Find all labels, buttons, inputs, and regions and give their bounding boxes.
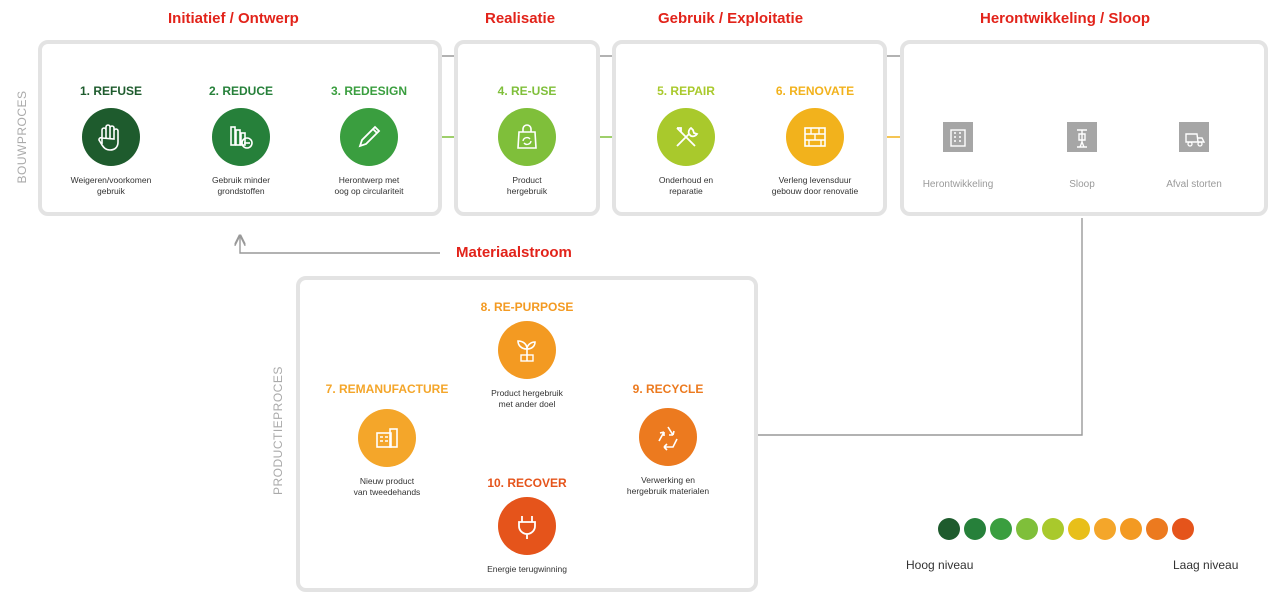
legend-dot-9 <box>1146 518 1168 540</box>
grey-step-2-box <box>1179 122 1209 152</box>
grey-step-1-box <box>1067 122 1097 152</box>
legend-dot-10 <box>1172 518 1194 540</box>
step-recover-circle <box>498 497 556 555</box>
step-reduce-title: 2. REDUCE <box>208 84 273 98</box>
legend-dot-6 <box>1068 518 1090 540</box>
step-refuse-desc-line2: gebruik <box>97 186 125 196</box>
jackhammer-icon <box>1077 129 1087 148</box>
legend-dot-3 <box>990 518 1012 540</box>
step-recycle-desc-line2: hergebruik materialen <box>626 486 710 496</box>
legend-dot-7 <box>1094 518 1116 540</box>
step-renovate-desc-line2: gebouw door renovatie <box>771 186 859 196</box>
step-recycle-title: 9. RECYCLE <box>632 382 704 396</box>
step-remanufacture-circle <box>358 409 416 467</box>
step-remanufacture-desc-line2: van tweedehands <box>353 487 421 497</box>
bricks-icon <box>804 127 826 147</box>
step-re-purpose-circle <box>498 321 556 379</box>
step-re-use-desc-line1: Product <box>512 175 542 185</box>
legend-dot-4 <box>1016 518 1038 540</box>
step-remanufacture-desc-line1: Nieuw product <box>359 476 415 486</box>
step-re-purpose-desc-line2: met ander doel <box>498 399 556 409</box>
step-reduce-desc-line2: grondstoffen <box>217 186 265 196</box>
recycle-icon <box>658 426 678 451</box>
legend-low-label: Laag niveau <box>1173 558 1239 572</box>
legend-dot-1 <box>938 518 960 540</box>
step-renovate-title: 6. RENOVATE <box>775 84 855 98</box>
grey-step-1-label: Sloop <box>1069 179 1095 190</box>
plug-icon <box>518 516 536 539</box>
step-re-use-circle <box>498 108 556 166</box>
dump-truck-icon <box>1185 133 1206 147</box>
phase-gebruik-title: Gebruik / Exploitatie <box>658 10 804 27</box>
arrow-materiaalstroom <box>240 236 440 254</box>
step-redesign-circle <box>340 108 398 166</box>
grey-step-0-label: Herontwikkeling <box>922 179 994 190</box>
bag-icon <box>517 124 537 149</box>
grey-step-2-label: Afval storten <box>1166 179 1222 190</box>
pencil-icon <box>358 125 381 148</box>
step-recover-title: 10. RECOVER <box>487 476 567 490</box>
reduce-icon <box>230 126 253 149</box>
materiaalstroom-label: Materiaalstroom <box>456 244 572 261</box>
grey-step-0-box <box>943 122 973 152</box>
legend-dot-8 <box>1120 518 1142 540</box>
phase-initiatief-title: Initiatief / Ontwerp <box>168 10 299 27</box>
legend-dot-5 <box>1042 518 1064 540</box>
step-recycle-circle <box>639 408 697 466</box>
step-refuse-title: 1. REFUSE <box>79 84 142 98</box>
legend-high-label: Hoog niveau <box>906 558 974 572</box>
step-refuse-desc-line1: Weigeren/voorkomen <box>70 175 152 185</box>
hand-stop-icon <box>98 124 119 151</box>
building-icon <box>950 129 966 147</box>
step-repair-desc-line1: Onderhoud en <box>658 175 714 185</box>
step-reduce-circle <box>212 108 270 166</box>
step-redesign-title: 3. REDESIGN <box>330 84 408 98</box>
productieproces-label: PRODUCTIEPROCES <box>271 366 285 495</box>
step-redesign-desc-line1: Herontwerp met <box>338 175 400 185</box>
remanufacture-icon <box>376 428 398 448</box>
plant-icon <box>517 340 536 362</box>
step-renovate-desc-line1: Verleng levensduur <box>778 175 852 185</box>
step-redesign-desc-line2: oog op circulariteit <box>334 186 404 196</box>
step-repair-title: 5. REPAIR <box>657 84 715 98</box>
legend-dot-2 <box>964 518 986 540</box>
step-refuse-circle <box>82 108 140 166</box>
step-recycle-desc-line1: Verwerking en <box>641 475 695 485</box>
step-renovate-circle <box>786 108 844 166</box>
phase-realisatie-title: Realisatie <box>485 10 556 27</box>
step-recover-description: Energie terugwinning <box>472 564 582 575</box>
step-remanufacture-title: 7. REMANUFACTURE <box>325 382 449 396</box>
step-re-purpose-desc-line1: Product hergebruik <box>491 388 563 398</box>
step-re-use-desc-line2: hergebruik <box>506 186 548 196</box>
step-re-purpose-title: 8. RE-PURPOSE <box>480 300 574 314</box>
step-reduce-desc-line1: Gebruik minder <box>211 175 271 185</box>
step-recover-desc-line1: Energie terugwinning <box>487 564 567 574</box>
phase-herontwikkeling-title: Herontwikkeling / Sloop <box>980 10 1151 27</box>
arrow-sloop-recycle <box>718 218 1083 435</box>
tools-icon <box>676 126 699 147</box>
bouwproces-label: BOUWPROCES <box>15 90 29 184</box>
step-repair-desc-line2: reparatie <box>669 186 703 196</box>
step-repair-circle <box>657 108 715 166</box>
step-re-use-title: 4. RE-USE <box>497 84 557 98</box>
